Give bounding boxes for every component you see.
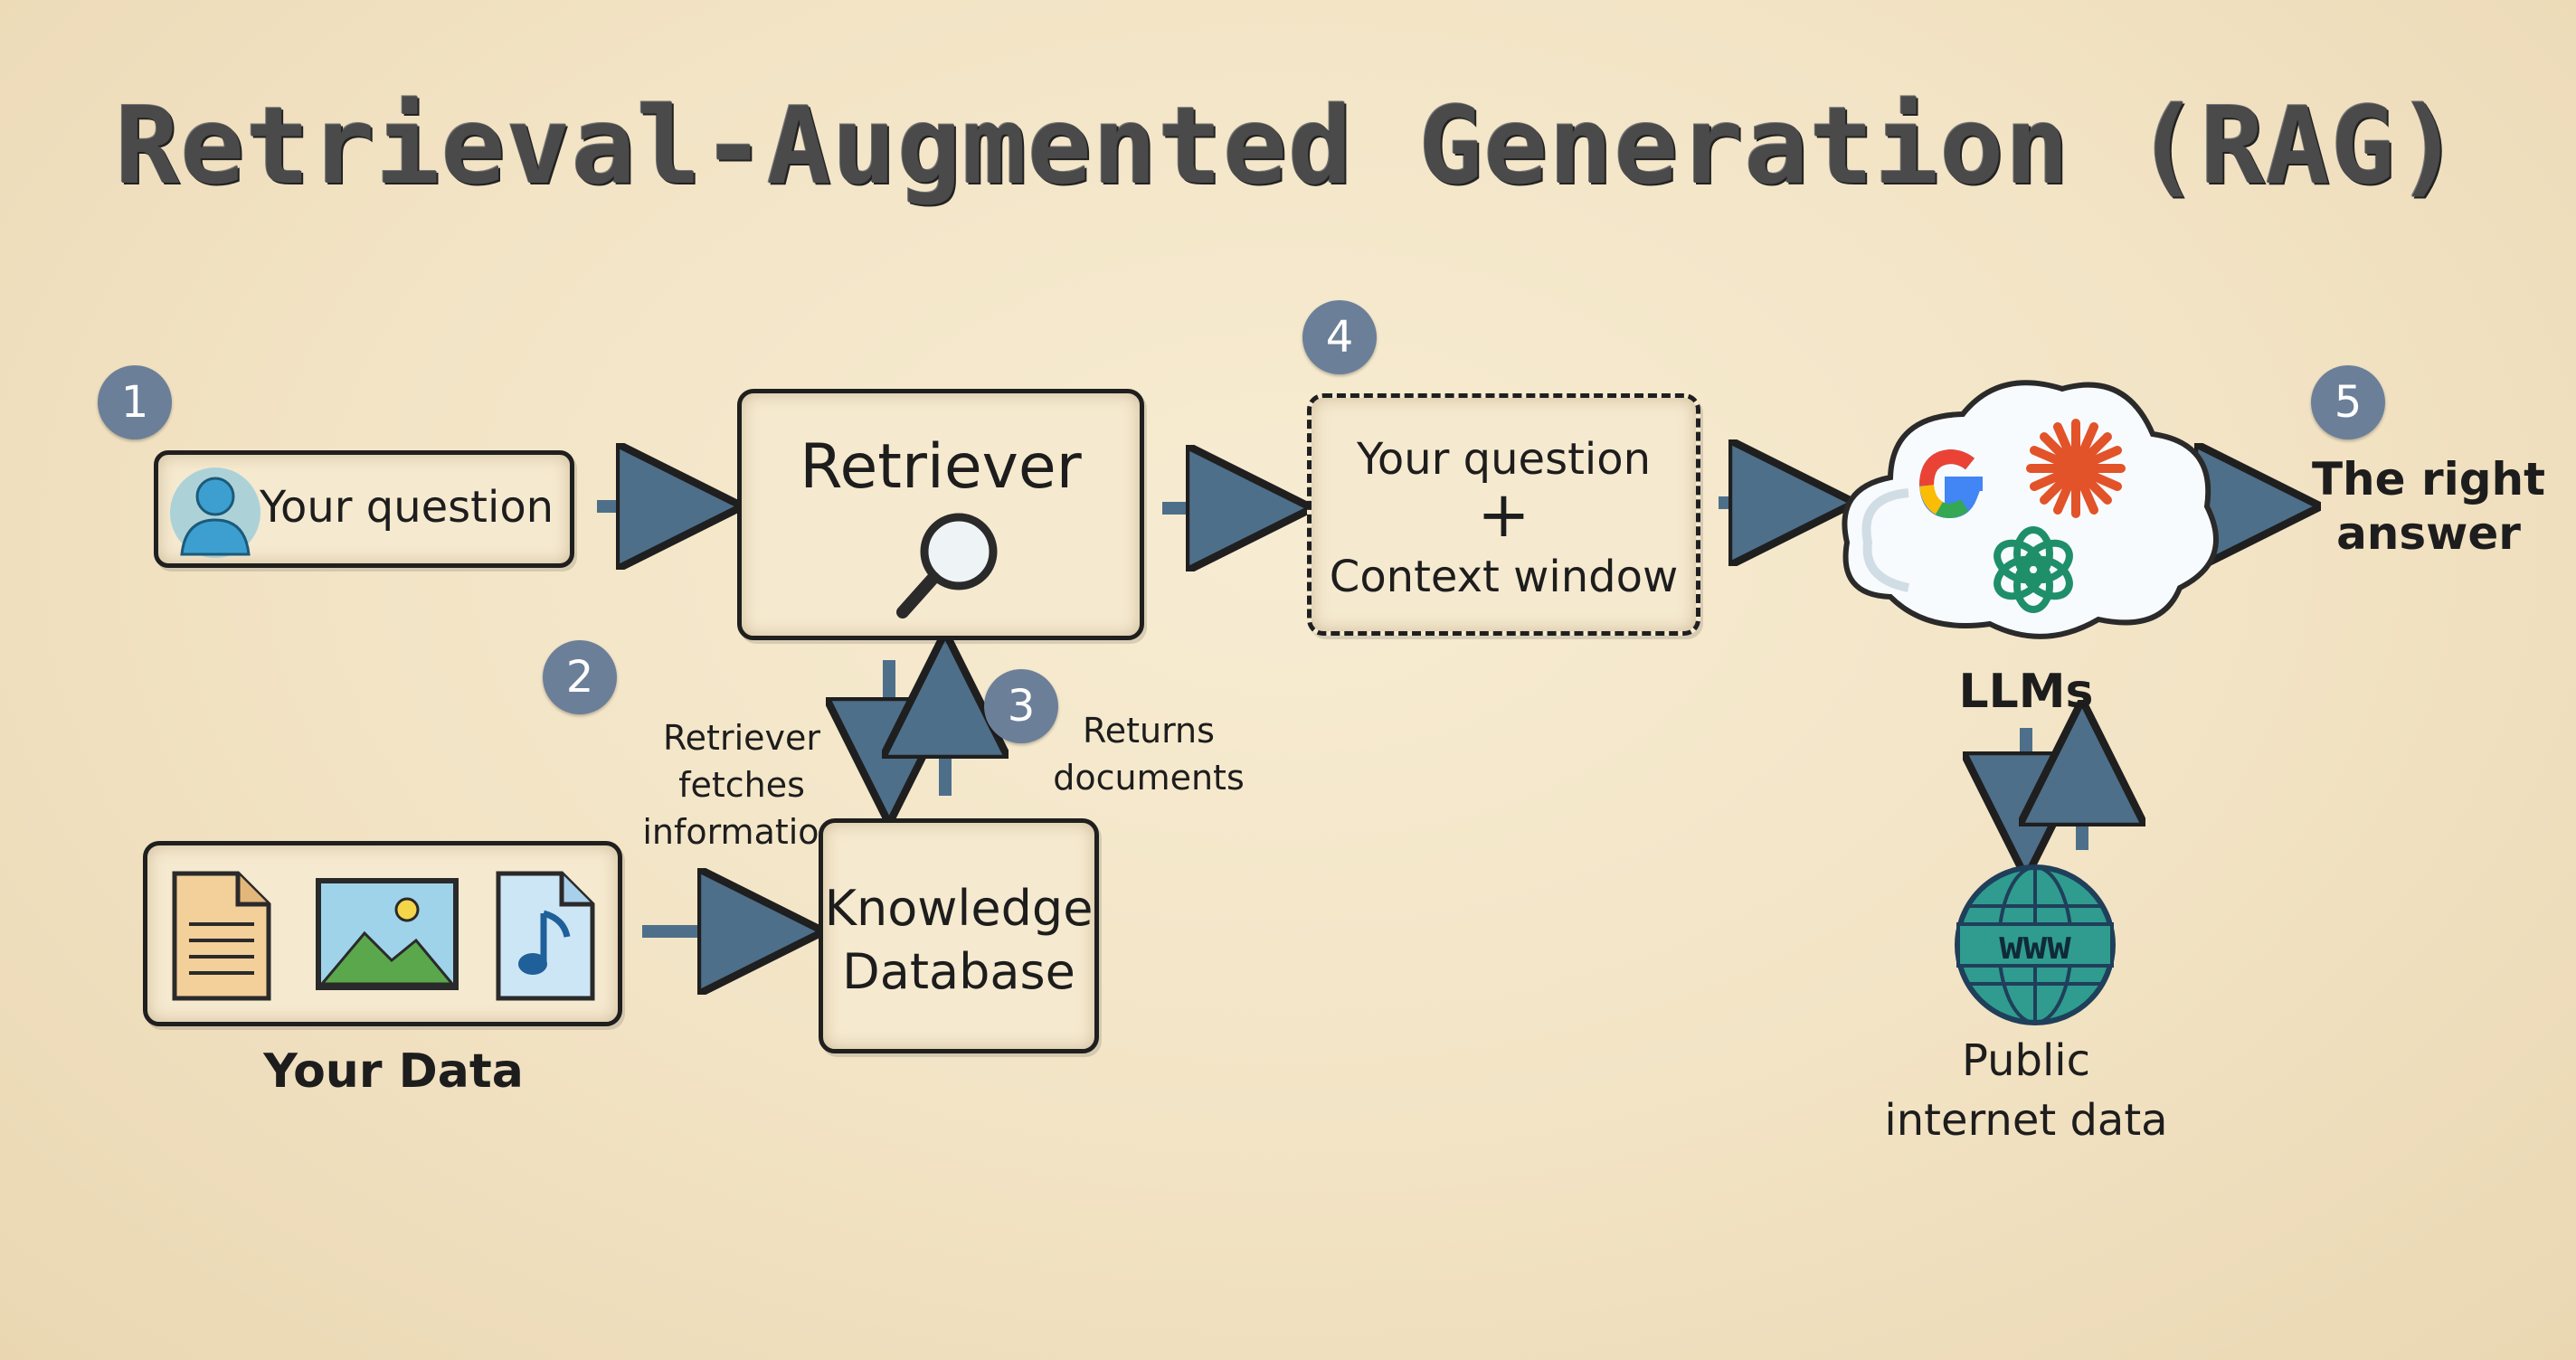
question-box: Your question [154, 450, 574, 568]
question-label: Your question [260, 482, 554, 533]
magnifier-icon [896, 513, 998, 619]
retriever-label: Retriever [800, 431, 1082, 503]
answer-label: The right answer [2311, 453, 2546, 560]
return-note: Returns documents [1053, 711, 1245, 798]
knowledge-database-box: Knowledge Database [819, 818, 1099, 1053]
step-5-badge: 5 [2311, 365, 2385, 439]
step-2-badge: 2 [543, 640, 617, 714]
public-internet-label: Public internet data [1884, 1035, 2168, 1146]
retriever-box: Retriever [737, 389, 1144, 640]
fetch-note: Retriever fetches information [642, 718, 841, 852]
globe-icon [1955, 864, 2116, 1025]
claude-icon [2026, 419, 2126, 518]
image-icon [316, 878, 459, 990]
context-question-label: Your question [1356, 434, 1652, 485]
your-data-box [143, 841, 622, 1026]
context-window-label: Context window [1329, 552, 1679, 602]
knowledge-database-label: Knowledge Database [824, 880, 1094, 1000]
google-icon [1918, 449, 1983, 519]
llm-cloud [1842, 380, 2219, 639]
openai-icon [1994, 526, 2073, 613]
page-title: Retrieval-Augmented Generation (RAG) [115, 83, 2461, 208]
your-data-label: Your Data [263, 1044, 524, 1099]
music-file-icon [496, 871, 595, 1001]
document-icon [172, 871, 271, 1001]
step-1-badge: 1 [98, 365, 172, 439]
person-icon [170, 468, 260, 558]
context-plus-label: + [1477, 477, 1530, 552]
step-3-badge: 3 [984, 669, 1058, 743]
llms-label: LLMs [1958, 665, 2094, 719]
www-label: www [1999, 922, 2071, 968]
context-window-box: Your question + Context window [1307, 393, 1700, 636]
step-4-badge: 4 [1302, 300, 1377, 374]
